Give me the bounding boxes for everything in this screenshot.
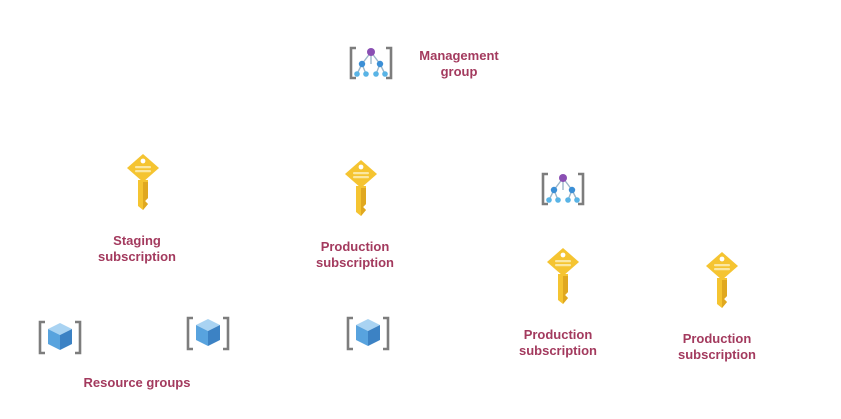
key-icon <box>706 252 738 308</box>
staging-subscription-label: Staging subscription <box>97 233 176 264</box>
production-subscription-3-node <box>703 250 741 310</box>
production-subscription-3-label: Production subscription <box>677 331 756 362</box>
production-subscription-2-node <box>544 246 582 306</box>
resource-group-2-node <box>185 314 231 354</box>
production-subscription-2-label: Production subscription <box>518 327 597 358</box>
management-group-label: Management group <box>419 48 499 79</box>
production-subscription-1-label: Production subscription <box>315 239 394 270</box>
resource-group-icon <box>186 316 230 351</box>
staging-subscription-node <box>124 152 162 212</box>
resource-group-1-node <box>37 318 83 358</box>
resource-group-icon <box>38 320 82 355</box>
resource-groups-label: Resource groups <box>83 375 191 390</box>
management-group-icon <box>541 172 585 206</box>
key-icon <box>345 160 377 216</box>
child-management-group-node <box>540 170 586 208</box>
key-icon <box>547 248 579 304</box>
resource-group-3-node <box>345 314 391 354</box>
management-group-icon <box>349 46 393 80</box>
management-group-node <box>348 44 394 82</box>
resource-group-icon <box>346 316 390 351</box>
production-subscription-1-node <box>342 158 380 218</box>
key-icon <box>127 154 159 210</box>
